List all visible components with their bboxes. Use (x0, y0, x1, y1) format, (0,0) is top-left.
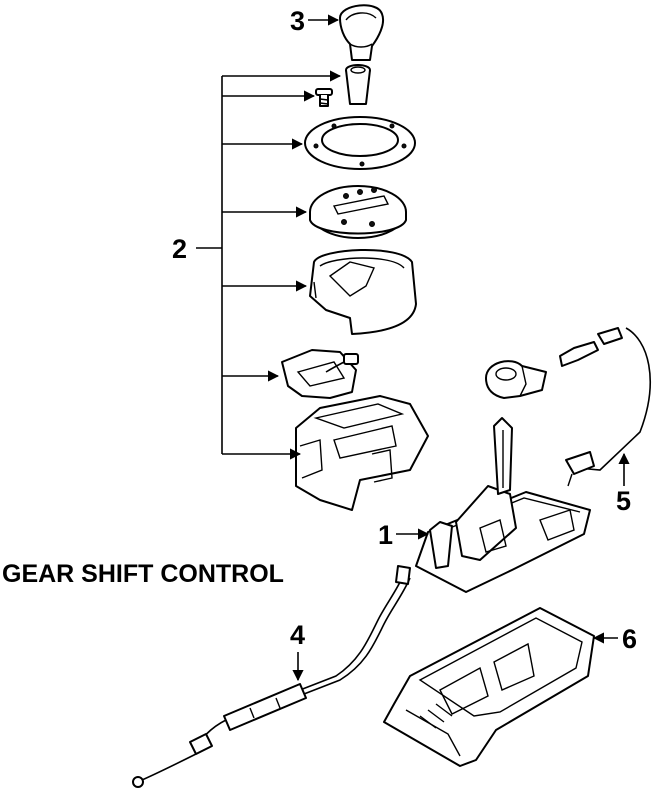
mounting-screw (315, 88, 333, 107)
callout-2-label: 2 (172, 234, 187, 264)
trim-ring (304, 116, 416, 170)
callout-5-label: 5 (616, 486, 631, 516)
shift-detent-cam (485, 360, 547, 399)
callout-2-bracket (196, 70, 342, 460)
selector-housing (295, 395, 429, 511)
bezel-shroud (309, 248, 417, 335)
shift-boot-bushing (345, 64, 371, 105)
callout-1-label: 1 (378, 520, 393, 550)
shift-indicator-plate (309, 185, 407, 239)
callout-3-label: 3 (290, 6, 305, 36)
diagram-title: GEAR SHIFT CONTROL (2, 560, 284, 588)
shift-knob (339, 4, 384, 61)
interlock-cable (559, 327, 651, 487)
wiring-bracket (281, 349, 359, 399)
shifter-base (383, 607, 595, 767)
callout-4-label: 4 (290, 620, 305, 650)
shift-cable (132, 565, 411, 788)
callout-6-label: 6 (622, 624, 637, 654)
shifter-assembly (415, 417, 591, 593)
